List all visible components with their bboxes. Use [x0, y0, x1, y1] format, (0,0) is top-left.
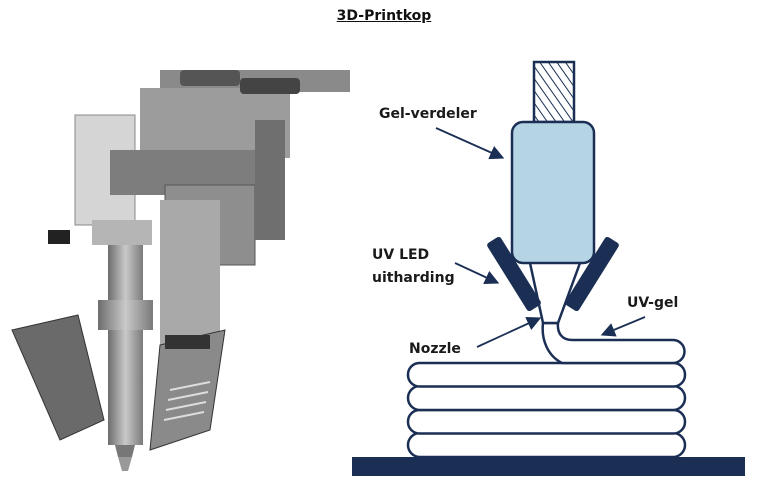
label-arrows: [435, 127, 646, 348]
gel-distributor-body: [510, 120, 596, 265]
nozzle: [528, 262, 582, 325]
uv-led-left: [487, 236, 541, 312]
threaded-rod: [532, 60, 576, 124]
printed-layers: [406, 361, 687, 459]
diagram-title: 3D-Printkop: [336, 8, 432, 24]
base-plate: [352, 457, 745, 476]
uv-led-right: [565, 236, 619, 312]
label-uv-led-line2: uitharding: [372, 270, 455, 286]
printhead-render: [11, 70, 350, 471]
label-uv-gel: UV-gel: [627, 295, 679, 311]
printhead-schematic: [352, 60, 745, 476]
label-nozzle: Nozzle: [409, 341, 461, 357]
label-gel-distributor: Gel-verdeler: [379, 106, 477, 122]
label-uv-led-line1: UV LED: [372, 247, 430, 263]
uv-gel-strand: [541, 321, 686, 365]
